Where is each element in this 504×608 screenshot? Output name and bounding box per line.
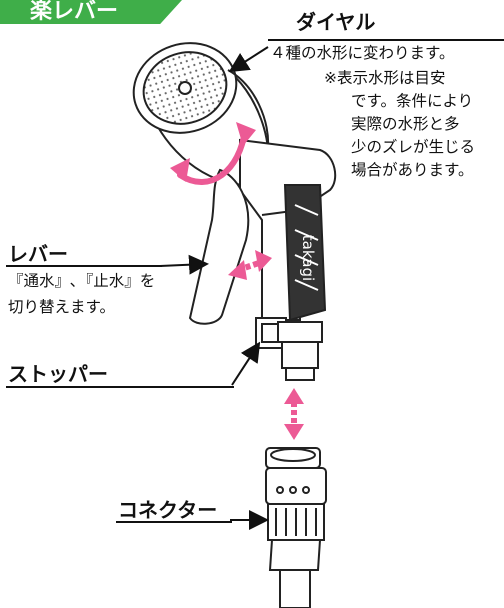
stopper-underline: [6, 386, 234, 388]
stopper-title: ストッパー: [8, 362, 108, 386]
lever-move-arrowhead-1: [228, 260, 247, 280]
dial-underline: [268, 39, 504, 41]
stopper-leader: [231, 341, 261, 386]
grip: [283, 184, 327, 322]
lever-move-arrowhead-2: [255, 250, 272, 272]
dial-title: ダイヤル: [296, 10, 376, 34]
lever-desc-line-1: 『通水』､『止水』を: [8, 272, 156, 290]
rotate-dial-arrowhead-2: [236, 122, 256, 146]
rotate-dial-arrowhead-1: [170, 158, 190, 182]
connector-underline: [116, 521, 232, 523]
dial-description: ４種の水形に変わります。: [270, 44, 455, 62]
connect-arrowhead-up: [284, 388, 304, 404]
connect-arrowhead-down: [284, 424, 304, 440]
lever-leader: [159, 254, 209, 275]
outlet-fitting: [277, 321, 323, 381]
dial-note-line-4: 少のズレが生じる: [351, 138, 476, 156]
lever-underline: [6, 265, 162, 267]
dial-head: [132, 42, 270, 187]
brand-logo: takagi: [299, 235, 317, 281]
lever-body: [188, 168, 250, 325]
lever-title: レバー: [8, 242, 68, 266]
header-tab: [0, 0, 182, 24]
dial-leader: [228, 46, 269, 73]
dial-note-line-5: 場合があります。: [351, 161, 474, 179]
header-tab-text: 楽レバー: [30, 0, 119, 24]
lever-desc-line-2: 切り替えます。: [8, 298, 115, 316]
dial-note-line-1: ※表示水形は目安: [324, 69, 446, 87]
connector-part: [265, 447, 327, 608]
dial-note-line-3: 実際の水形と多: [351, 115, 460, 133]
connector-title: コネクター: [118, 498, 218, 522]
dial-note-line-2: です。条件により: [351, 92, 474, 110]
